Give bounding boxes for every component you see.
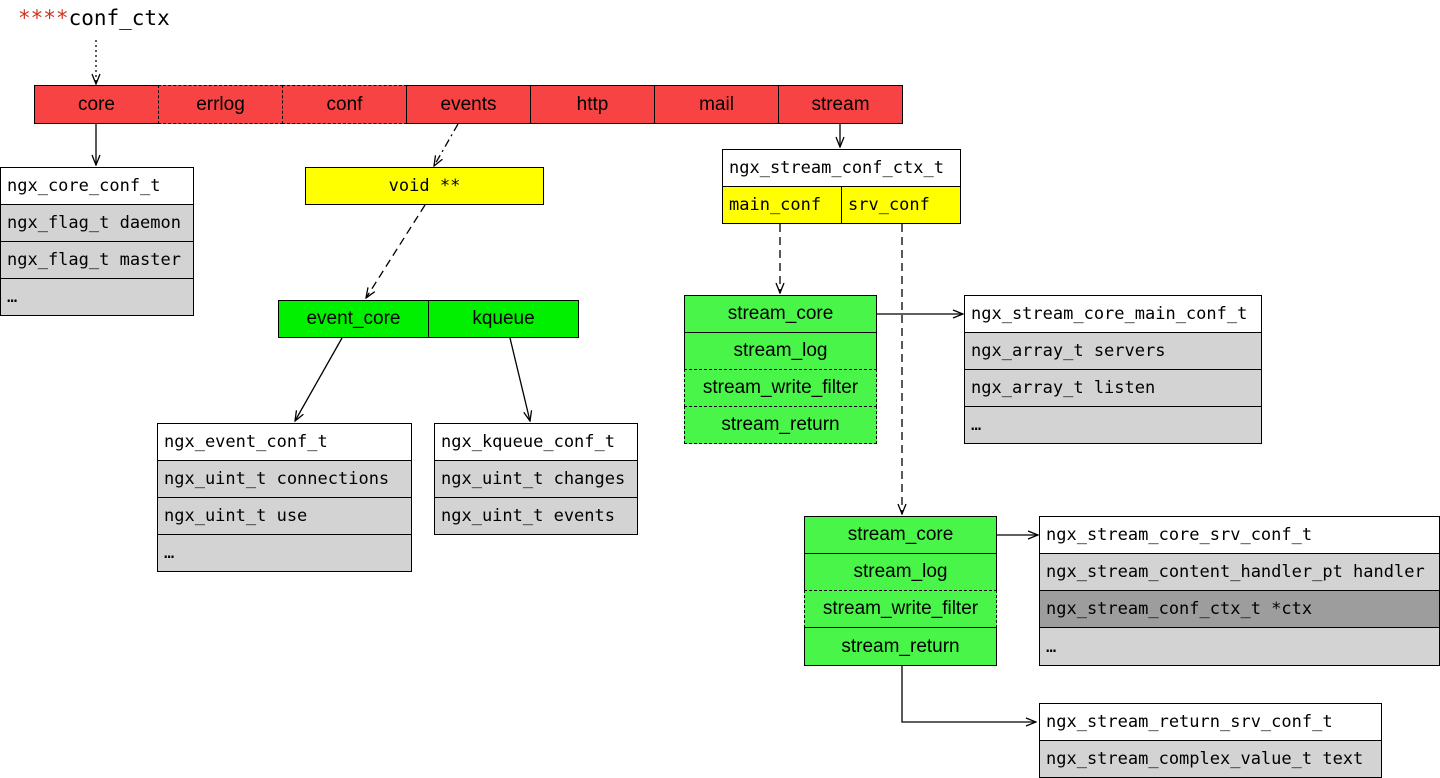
kqueue-conf-field: ngx_uint_t changes: [434, 460, 638, 498]
arrow-void-to-event-modules: [366, 204, 426, 298]
core-conf-field: …: [0, 278, 194, 316]
arrow-srv-return-to-return-srv-conf: [901, 666, 1036, 722]
event-conf-field: ngx_uint_t connections: [157, 460, 412, 498]
event-conf-field: ngx_uint_t use: [157, 497, 412, 535]
srv-list-stream-log: stream_log: [804, 553, 997, 591]
event-conf-field: …: [157, 534, 412, 572]
core-srv-conf-field: ngx_stream_conf_ctx_t *ctx: [1039, 590, 1440, 628]
kqueue-conf-header: ngx_kqueue_conf_t: [434, 423, 638, 461]
core-srv-conf-field: ngx_stream_content_handler_pt handler: [1039, 553, 1440, 591]
main-list-stream-return: stream_return: [684, 406, 877, 444]
module-errlog: errlog: [158, 85, 283, 124]
event-module-kqueue: kqueue: [428, 300, 579, 338]
return-srv-conf-header: ngx_stream_return_srv_conf_t: [1039, 703, 1382, 741]
module-mail: mail: [654, 85, 779, 124]
return-srv-conf-field: ngx_stream_complex_value_t text: [1039, 740, 1382, 778]
stream-ctx-header: ngx_stream_conf_ctx_t: [722, 149, 961, 187]
module-http: http: [530, 85, 655, 124]
srv-list-stream-core: stream_core: [804, 516, 997, 554]
stream-ctx-srv-conf: srv_conf: [841, 186, 961, 224]
main-list-stream-core: stream_core: [684, 295, 877, 333]
main-list-stream-log: stream_log: [684, 332, 877, 370]
title-stars: ****: [18, 6, 69, 30]
stream-ctx-main-conf: main_conf: [722, 186, 842, 224]
srv-list-stream-write-filter: stream_write_filter: [804, 590, 997, 628]
srv-list-stream-return: stream_return: [804, 627, 997, 666]
event-module-event-core: event_core: [278, 300, 429, 338]
arrow-kqueue-to-kqueue-conf: [509, 337, 530, 421]
core-main-conf-field: ngx_array_t listen: [964, 369, 1262, 407]
event-conf-header: ngx_event_conf_t: [157, 423, 412, 461]
arrow-events-to-void: [434, 123, 459, 166]
core-conf-field: ngx_flag_t daemon: [0, 204, 194, 242]
core-main-conf-field: ngx_array_t servers: [964, 332, 1262, 370]
arrow-event-core-to-event-conf: [295, 337, 343, 421]
core-main-conf-header: ngx_stream_core_main_conf_t: [964, 295, 1262, 333]
core-srv-conf-header: ngx_stream_core_srv_conf_t: [1039, 516, 1440, 554]
core-srv-conf-field: …: [1039, 627, 1440, 666]
core-conf-header: ngx_core_conf_t: [0, 167, 194, 205]
module-core: core: [34, 85, 159, 124]
title-text: conf_ctx: [68, 6, 170, 30]
core-main-conf-field: …: [964, 406, 1262, 444]
void-pointer-box: void **: [305, 167, 544, 205]
module-stream: stream: [778, 85, 903, 124]
conf-ctx-title: ****conf_ctx: [18, 6, 170, 30]
module-conf: conf: [282, 85, 407, 124]
kqueue-conf-field: ngx_uint_t events: [434, 497, 638, 535]
core-conf-field: ngx_flag_t master: [0, 241, 194, 279]
main-list-stream-write-filter: stream_write_filter: [684, 369, 877, 407]
module-events: events: [406, 85, 531, 124]
